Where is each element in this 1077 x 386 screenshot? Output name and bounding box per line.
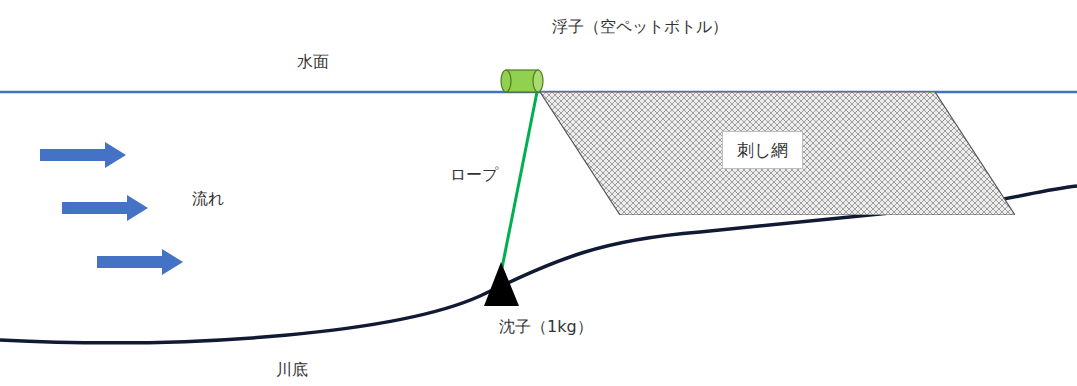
sinker-label: 沈子（1kg） — [499, 317, 593, 336]
flow-arrow — [62, 195, 148, 221]
river-bed-label: 川底 — [276, 360, 308, 379]
rope-label: ロープ — [450, 165, 498, 184]
flow-arrow — [97, 249, 183, 275]
sinker — [484, 262, 519, 306]
float-label: 浮子（空ペットボトル） — [552, 17, 728, 36]
flow-arrow — [40, 142, 126, 168]
gill-net: 刺し網 — [540, 92, 1015, 215]
float-bottle — [501, 70, 543, 92]
rope-line — [502, 92, 537, 268]
net-label: 刺し網 — [722, 131, 803, 169]
flow-label: 流れ — [192, 189, 224, 208]
water-surface-label: 水面 — [297, 52, 329, 71]
